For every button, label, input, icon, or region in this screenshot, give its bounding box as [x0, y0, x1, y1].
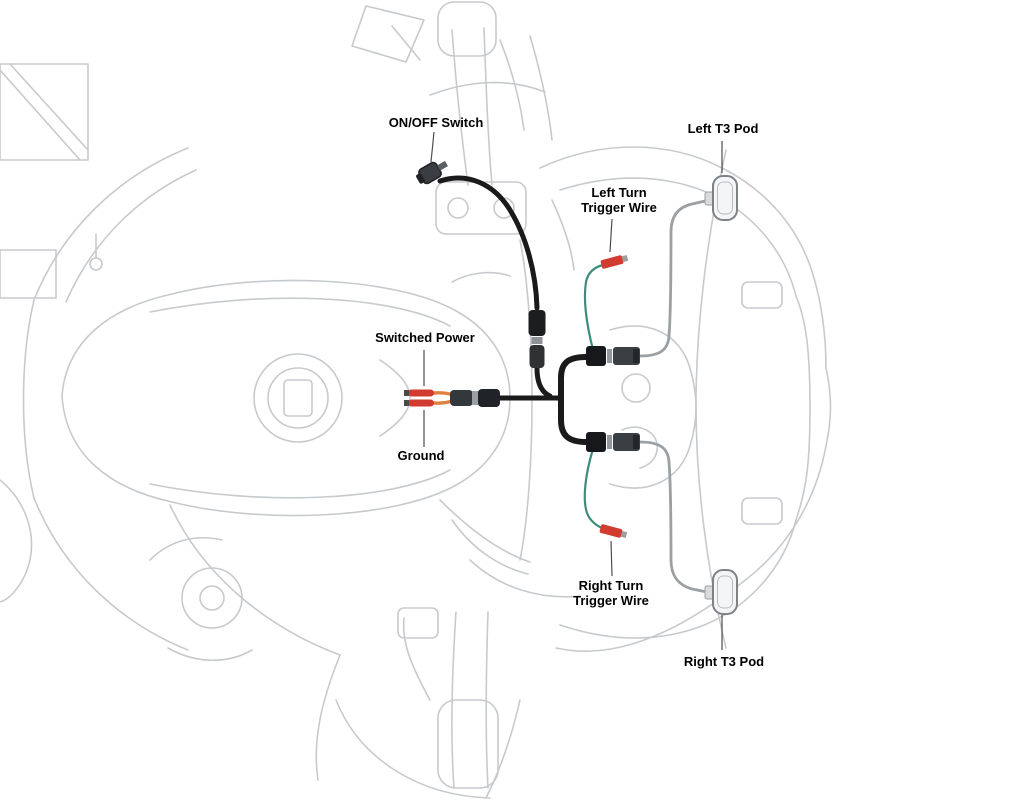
switched-power-label: Switched Power — [375, 330, 475, 345]
left-turn-trigger-label: Left Turn Trigger Wire — [581, 185, 657, 215]
right-trigger-pointer — [610, 540, 613, 577]
on-off-switch — [416, 160, 448, 185]
ground-label: Ground — [397, 448, 445, 463]
power-ring-terminals — [404, 389, 434, 407]
harness-trunk-wire — [558, 354, 589, 445]
right-pod-connector — [586, 432, 640, 452]
pointer-lines — [423, 131, 723, 650]
left-t3-pod — [704, 175, 738, 221]
left-turn-trigger-wire — [583, 263, 605, 352]
left-pod-connector — [586, 346, 640, 366]
right-turn-trigger-label: Right Turn Trigger Wire — [573, 578, 649, 608]
left-pod-wire — [638, 197, 716, 358]
right-t3-pod — [704, 569, 738, 615]
power-connector — [450, 389, 500, 407]
main-harness — [437, 175, 589, 445]
right-t3-pod-label: Right T3 Pod — [683, 654, 765, 669]
switch-lead-wire — [437, 175, 540, 311]
left-trigger-pointer — [609, 218, 613, 253]
right-trigger-connector — [599, 524, 628, 539]
right-turn-trigger-wire — [583, 447, 606, 531]
right-pod-wire — [638, 440, 714, 595]
left-t3-pod-label: Left T3 Pod — [687, 121, 759, 136]
on-off-switch-pointer — [430, 131, 435, 163]
connector-drop-wire — [534, 365, 553, 399]
inline-connector — [528, 310, 546, 368]
left-trigger-connector — [600, 254, 629, 269]
on-off-switch-label: ON/OFF Switch — [388, 115, 484, 130]
